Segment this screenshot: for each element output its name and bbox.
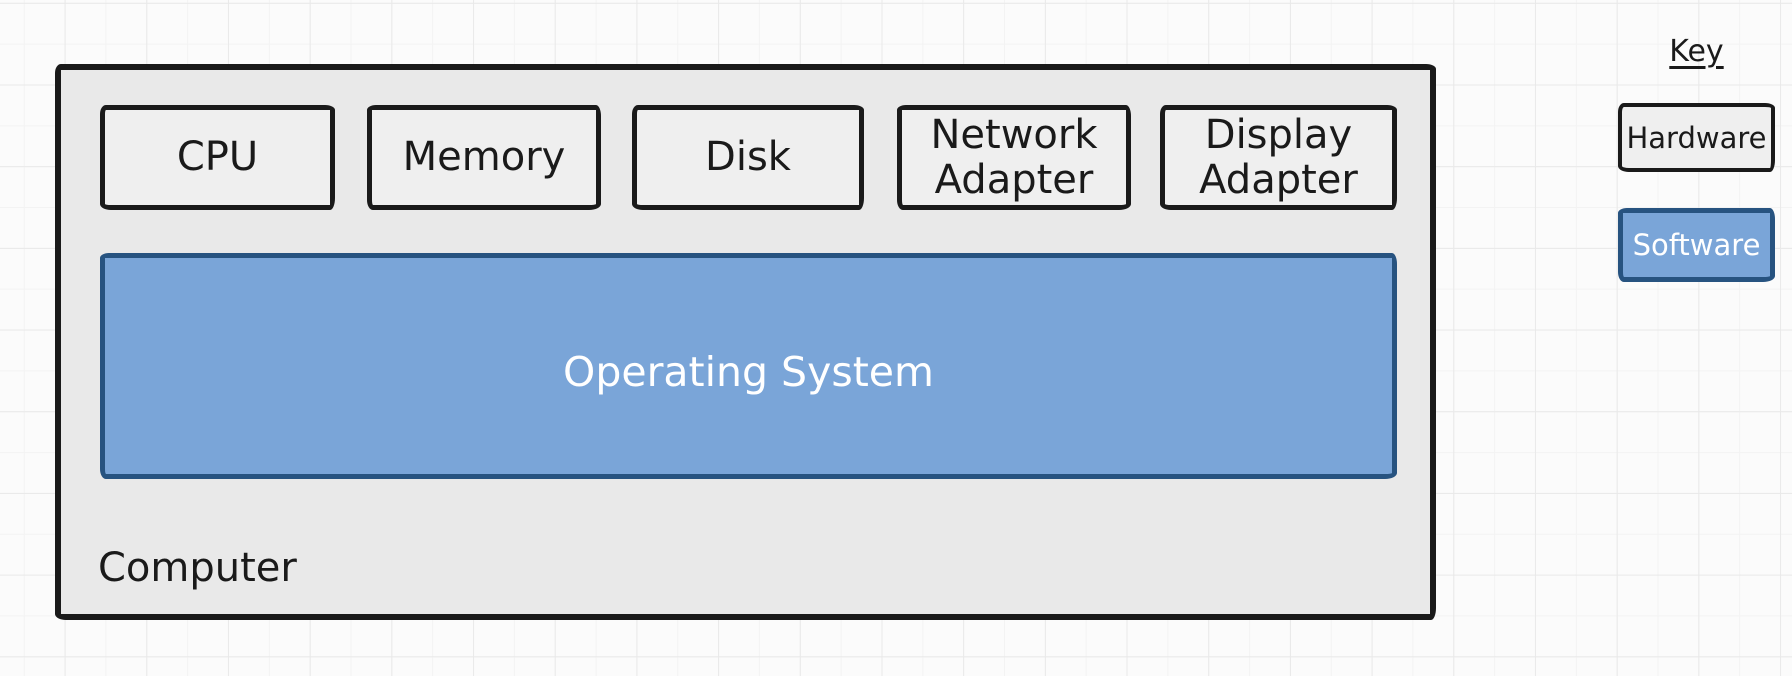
network-adapter-label: Network Adapter: [930, 111, 1098, 203]
hardware-box-cpu[interactable]: CPU: [100, 105, 335, 210]
key-title[interactable]: Key: [1669, 34, 1724, 69]
key-hardware-label: Hardware: [1626, 120, 1767, 155]
computer-label[interactable]: Computer: [98, 545, 297, 591]
hardware-box-disk[interactable]: Disk: [632, 105, 864, 210]
display-adapter-label: Display Adapter: [1199, 111, 1358, 203]
hardware-box-network-adapter[interactable]: Network Adapter: [897, 105, 1131, 210]
operating-system-label: Operating System: [563, 348, 934, 396]
key-hardware-box[interactable]: Hardware: [1618, 103, 1775, 172]
operating-system-box[interactable]: Operating System: [100, 253, 1397, 479]
hardware-box-memory[interactable]: Memory: [367, 105, 601, 210]
cpu-label: CPU: [176, 134, 259, 181]
key-software-label: Software: [1632, 228, 1761, 262]
memory-label: Memory: [402, 134, 566, 181]
hardware-box-display-adapter[interactable]: Display Adapter: [1160, 105, 1397, 210]
disk-label: Disk: [705, 134, 791, 181]
key-software-box[interactable]: Software: [1618, 208, 1775, 282]
